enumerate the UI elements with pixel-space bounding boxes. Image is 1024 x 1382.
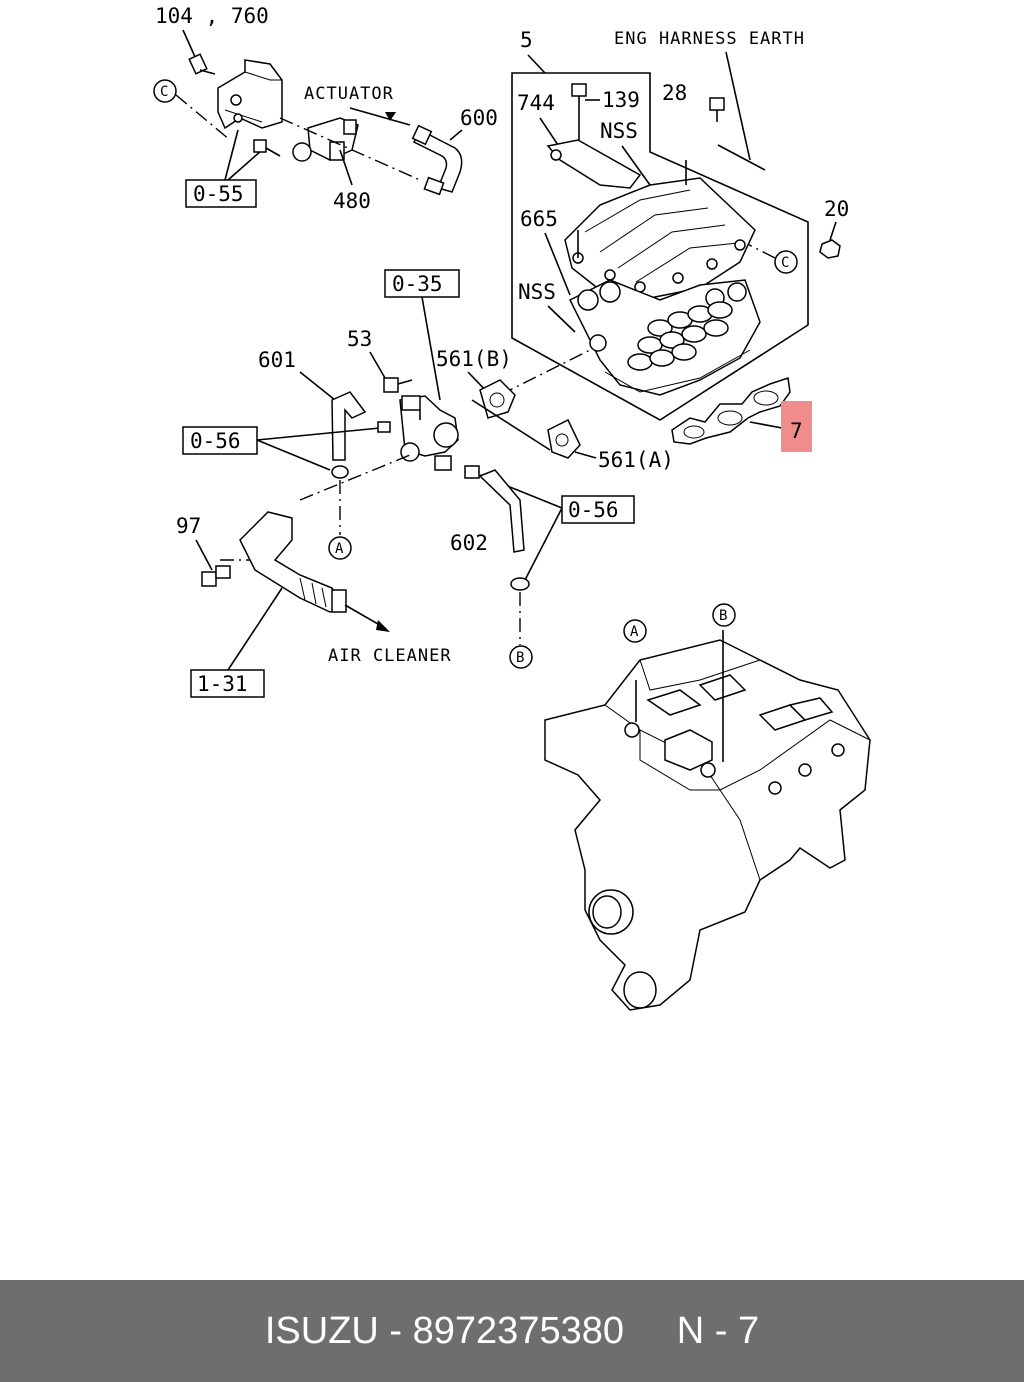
- intake-manifold-upper: [564, 160, 756, 301]
- ref-box-0-55: 0-55: [185, 179, 257, 208]
- nut-20: [819, 239, 841, 259]
- clamp-97: [201, 565, 231, 587]
- bolt-0-55: [253, 139, 281, 157]
- gasket-7: [671, 377, 791, 445]
- footer-bar: ISUZU - 8972375380 N - 7: [0, 1280, 1024, 1382]
- svg-text:1-31: 1-31: [197, 672, 248, 696]
- air-cleaner-label: AIR CLEANER: [328, 646, 452, 666]
- clip-0-56-c: [510, 577, 530, 591]
- circle-marker-a-left: A: [328, 536, 352, 560]
- svg-text:0-56: 0-56: [568, 498, 619, 522]
- ref-box-0-56-right: 0-56: [561, 495, 635, 524]
- svg-text:B: B: [516, 650, 524, 666]
- circle-marker-a-engine: A: [623, 619, 647, 643]
- label-5: 5: [520, 28, 533, 52]
- label-139: 139: [602, 88, 640, 112]
- svg-text:A: A: [335, 541, 344, 557]
- label-20: 20: [824, 197, 849, 221]
- svg-text:C: C: [781, 255, 789, 271]
- label-665: 665: [520, 207, 558, 231]
- circle-marker-b-engine: B: [712, 603, 736, 627]
- circle-marker-c-right: C: [774, 250, 798, 274]
- bolt-28: [709, 97, 725, 122]
- svg-text:B: B: [719, 608, 727, 624]
- label-nss-top: NSS: [600, 119, 638, 143]
- svg-text:0-56: 0-56: [190, 429, 241, 453]
- clip-0-56-b: [331, 465, 349, 479]
- hose-602: [464, 465, 525, 553]
- label-602: 602: [450, 531, 488, 555]
- ref-box-0-35: 0-35: [384, 269, 460, 298]
- bracket: [217, 59, 283, 130]
- actuator-valve-480: [292, 117, 359, 162]
- label-97: 97: [176, 514, 201, 538]
- label-561b: 561(B): [436, 347, 512, 371]
- bolt-53: [383, 377, 413, 393]
- part-number-caption: ISUZU - 8972375380 N - 7: [264, 1309, 760, 1352]
- label-53: 53: [347, 327, 372, 351]
- gasket-561a: [547, 418, 581, 459]
- gasket-561b: [479, 379, 516, 419]
- bolt-104: [188, 53, 216, 75]
- hose-601: [331, 391, 367, 461]
- label-561a: 561(A): [598, 448, 674, 472]
- label-744: 744: [517, 91, 555, 115]
- svg-text:A: A: [630, 624, 639, 640]
- svg-text:0-35: 0-35: [392, 272, 443, 296]
- svg-text:C: C: [160, 84, 168, 100]
- manifold-group-outline: [511, 72, 809, 421]
- throttle-body: [399, 395, 459, 471]
- label-600: 600: [460, 106, 498, 130]
- ref-box-0-56-left: 0-56: [182, 426, 258, 455]
- label-104-760: 104 , 760: [155, 4, 269, 28]
- highlight-box-7: 7: [781, 401, 812, 452]
- hose-600: [411, 124, 463, 196]
- clip-0-56-a: [377, 421, 391, 433]
- eng-harness-earth-label: ENG HARNESS EARTH: [614, 29, 805, 49]
- label-28: 28: [662, 81, 687, 105]
- ref-box-1-31: 1-31: [190, 669, 265, 698]
- engine-block: [544, 630, 871, 1011]
- air-duct-hose: [239, 511, 347, 613]
- bracket-744: [546, 139, 642, 189]
- parts-diagram: 104 , 760 C 0-55 ACTUATOR 480 600: [153, 4, 871, 1011]
- intake-manifold-lower: [568, 279, 761, 396]
- bolt-139: [571, 83, 587, 140]
- label-480: 480: [333, 189, 371, 213]
- label-601: 601: [258, 348, 296, 372]
- label-nss-mid: NSS: [518, 280, 556, 304]
- circle-marker-b-left: B: [509, 645, 533, 669]
- svg-text:7: 7: [790, 419, 803, 443]
- svg-text:0-55: 0-55: [193, 182, 244, 206]
- actuator-label: ACTUATOR: [304, 84, 394, 104]
- circle-marker-c-top: C: [153, 79, 177, 103]
